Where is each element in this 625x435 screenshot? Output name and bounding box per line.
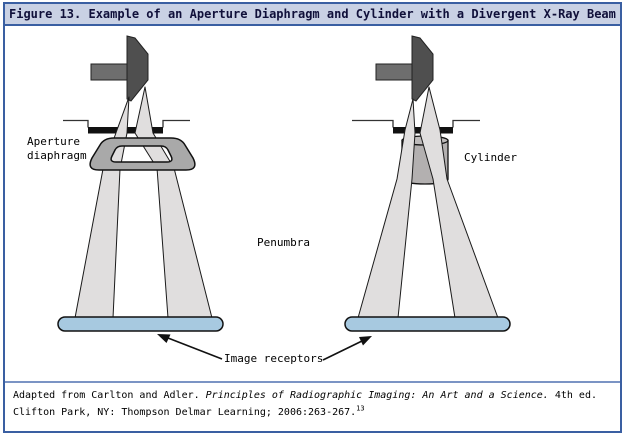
- right-anode-stem: [375, 63, 413, 81]
- left-callout-arrow-line: [167, 337, 223, 360]
- cylinder-label: Cylinder: [464, 151, 517, 164]
- citation-prefix: Adapted from Carlton and Adler.: [13, 390, 206, 401]
- aperture-diaphragm-label: Aperture diaphragm: [27, 135, 87, 163]
- image-receptors-callout-arrows: [157, 334, 372, 361]
- image-receptors-label: Image receptors: [224, 352, 324, 365]
- aperture-diaphragm-label-line1: Aperture: [27, 135, 80, 148]
- aperture-diaphragm-label-line2: diaphragm: [27, 149, 87, 162]
- citation-area: Adapted from Carlton and Adler. Principl…: [5, 381, 620, 431]
- right-xray-beam-left-band: [357, 98, 416, 319]
- figure-frame: Figure 13. Example of an Aperture Diaphr…: [3, 2, 622, 433]
- figure-title: Figure 13. Example of an Aperture Diaphr…: [9, 7, 616, 21]
- citation-reference-number: 13: [356, 404, 365, 413]
- right-anode-target: [411, 35, 434, 102]
- right-callout-arrow-line: [322, 340, 363, 361]
- right-collimator-plate-line: [352, 119, 480, 128]
- penumbra-label: Penumbra: [257, 236, 310, 249]
- left-anode-target: [126, 35, 149, 102]
- left-image-receptor: [57, 316, 224, 332]
- right-callout-arrow-head: [359, 336, 372, 346]
- right-xray-assembly: [352, 35, 499, 319]
- left-xray-assembly: [63, 35, 213, 319]
- figure-title-bar: Figure 13. Example of an Aperture Diaphr…: [5, 4, 620, 26]
- right-xray-beam-right-band: [419, 86, 499, 319]
- aperture-diaphragm-ring: [89, 137, 196, 171]
- citation-book-title: Principles of Radiographic Imaging: An A…: [205, 390, 549, 401]
- right-image-receptor: [344, 316, 511, 332]
- left-xray-beam-right-band: [134, 86, 213, 319]
- left-callout-arrow-head: [157, 334, 171, 343]
- citation-suffix: 4th ed. Clifton Park, NY: Thompson Delma…: [13, 390, 597, 418]
- left-anode-stem: [90, 63, 128, 81]
- citation-text: Adapted from Carlton and Adler. Principl…: [13, 387, 612, 421]
- left-collimator-plate-line: [63, 119, 190, 128]
